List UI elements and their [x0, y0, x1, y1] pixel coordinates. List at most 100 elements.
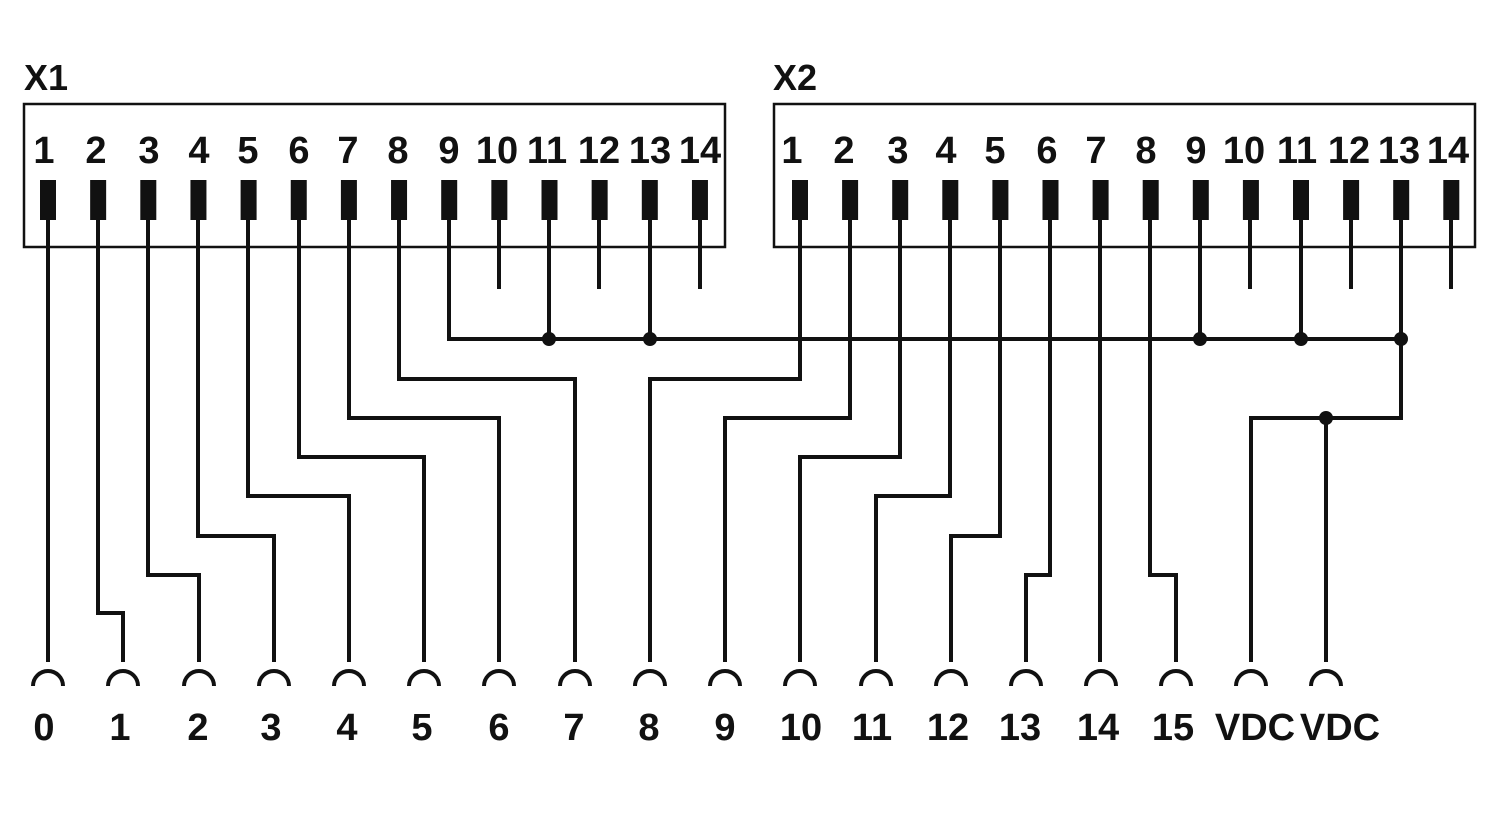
- pin-contact: [391, 180, 408, 220]
- terminal-label: 12: [927, 707, 969, 749]
- pin-label: 5: [237, 130, 258, 172]
- pin-contact: [992, 180, 1009, 220]
- pin-contact: [1242, 180, 1259, 220]
- terminal-label: 2: [187, 707, 208, 749]
- wire-x2-1: [648, 220, 802, 662]
- wire-x2-5: [949, 220, 1002, 662]
- pin-label: 3: [138, 130, 159, 172]
- pin-label: 9: [1185, 130, 1206, 172]
- terminal-label: 8: [638, 707, 659, 749]
- wire-x1-3: [146, 220, 201, 662]
- pin-label: 6: [288, 130, 309, 172]
- pin-contact: [491, 180, 508, 220]
- pin-contact: [340, 180, 357, 220]
- terminal-label: 5: [411, 707, 432, 749]
- pin-contact: [90, 180, 107, 220]
- terminal-symbol: [1084, 669, 1118, 687]
- terminal-symbol: [182, 669, 216, 687]
- pin-contact: [1042, 180, 1059, 220]
- pin-label: 10: [1223, 130, 1265, 172]
- terminal-symbol: [257, 669, 291, 687]
- pin-contact: [1343, 180, 1360, 220]
- wiring: [46, 220, 1453, 662]
- junction-dot: [1319, 411, 1333, 425]
- connector-x2-body: [772, 102, 1477, 249]
- terminal-symbol: [31, 669, 65, 687]
- terminal-symbol: [1159, 669, 1193, 687]
- connector-x1-title: X1: [24, 57, 68, 98]
- pin-label: 6: [1036, 130, 1057, 172]
- pin-contact: [691, 180, 708, 220]
- terminal-label: 0: [33, 707, 54, 749]
- terminal-symbol: [859, 669, 893, 687]
- junction-dot: [1394, 332, 1408, 346]
- pin-label: 12: [1328, 130, 1370, 172]
- pin-contact: [892, 180, 909, 220]
- pin-contact: [792, 180, 808, 220]
- pin-contact: [942, 180, 959, 220]
- pin-label: 13: [629, 130, 671, 172]
- wire-x1-6: [297, 220, 426, 662]
- pin-label: 8: [387, 130, 408, 172]
- terminal-label: VDC: [1300, 707, 1380, 749]
- terminal-label: 14: [1077, 707, 1119, 749]
- pin-label: 4: [935, 130, 956, 172]
- pin-label: 7: [337, 130, 358, 172]
- pin-contact: [591, 180, 608, 220]
- pin-contact: [441, 180, 458, 220]
- pin-label: 2: [833, 130, 854, 172]
- terminal-symbol: [783, 669, 817, 687]
- terminal-label: 3: [260, 707, 281, 749]
- pin-label: 9: [438, 130, 459, 172]
- pin-label: 7: [1085, 130, 1106, 172]
- wire-x1-4: [196, 220, 276, 662]
- terminal-symbol: [1009, 669, 1043, 687]
- pin-label: 11: [1277, 130, 1317, 172]
- terminal-label: 10: [780, 707, 822, 749]
- pin-contact: [140, 180, 157, 220]
- pin-contact: [1092, 180, 1109, 220]
- wire-x1-2: [96, 220, 125, 662]
- wire-x1-5: [246, 220, 351, 662]
- pin-contact: [1393, 180, 1410, 220]
- terminal-symbol: [708, 669, 742, 687]
- pin-label: 14: [679, 130, 721, 172]
- pin-label: 1: [781, 130, 802, 172]
- pin-label: 13: [1378, 130, 1420, 172]
- terminal-symbol: [1309, 669, 1343, 687]
- terminal-label: 13: [999, 707, 1041, 749]
- connector-x2-title: X2: [773, 57, 817, 98]
- terminal-label: 15: [1152, 707, 1194, 749]
- pin-contact: [1293, 180, 1309, 220]
- bus-common: [447, 220, 1401, 341]
- terminal-label: 7: [563, 707, 584, 749]
- terminal-symbol: [482, 669, 516, 687]
- terminal-label: 11: [852, 707, 892, 749]
- pin-contact: [1192, 180, 1209, 220]
- pin-contact: [641, 180, 658, 220]
- junction-dot: [542, 332, 556, 346]
- pin-label: 2: [85, 130, 106, 172]
- wire-x2-2: [723, 220, 852, 662]
- pin-contact: [541, 180, 558, 220]
- terminal-symbol: [106, 669, 140, 687]
- pin-contact: [190, 180, 207, 220]
- wire-x2-4: [874, 220, 952, 662]
- junction-dot: [643, 332, 657, 346]
- terminal-label: VDC: [1215, 707, 1295, 749]
- pin-label: 8: [1135, 130, 1156, 172]
- terminal-symbol: [407, 669, 441, 687]
- pin-contact: [842, 180, 859, 220]
- junction-dot: [1193, 332, 1207, 346]
- pin-label: 1: [33, 130, 54, 172]
- pin-label: 10: [476, 130, 518, 172]
- terminal-symbol: [332, 669, 366, 687]
- wire-x1-7: [347, 220, 501, 662]
- terminal-label: 4: [336, 707, 357, 749]
- pin-contact: [240, 180, 257, 220]
- terminal-label: 6: [488, 707, 509, 749]
